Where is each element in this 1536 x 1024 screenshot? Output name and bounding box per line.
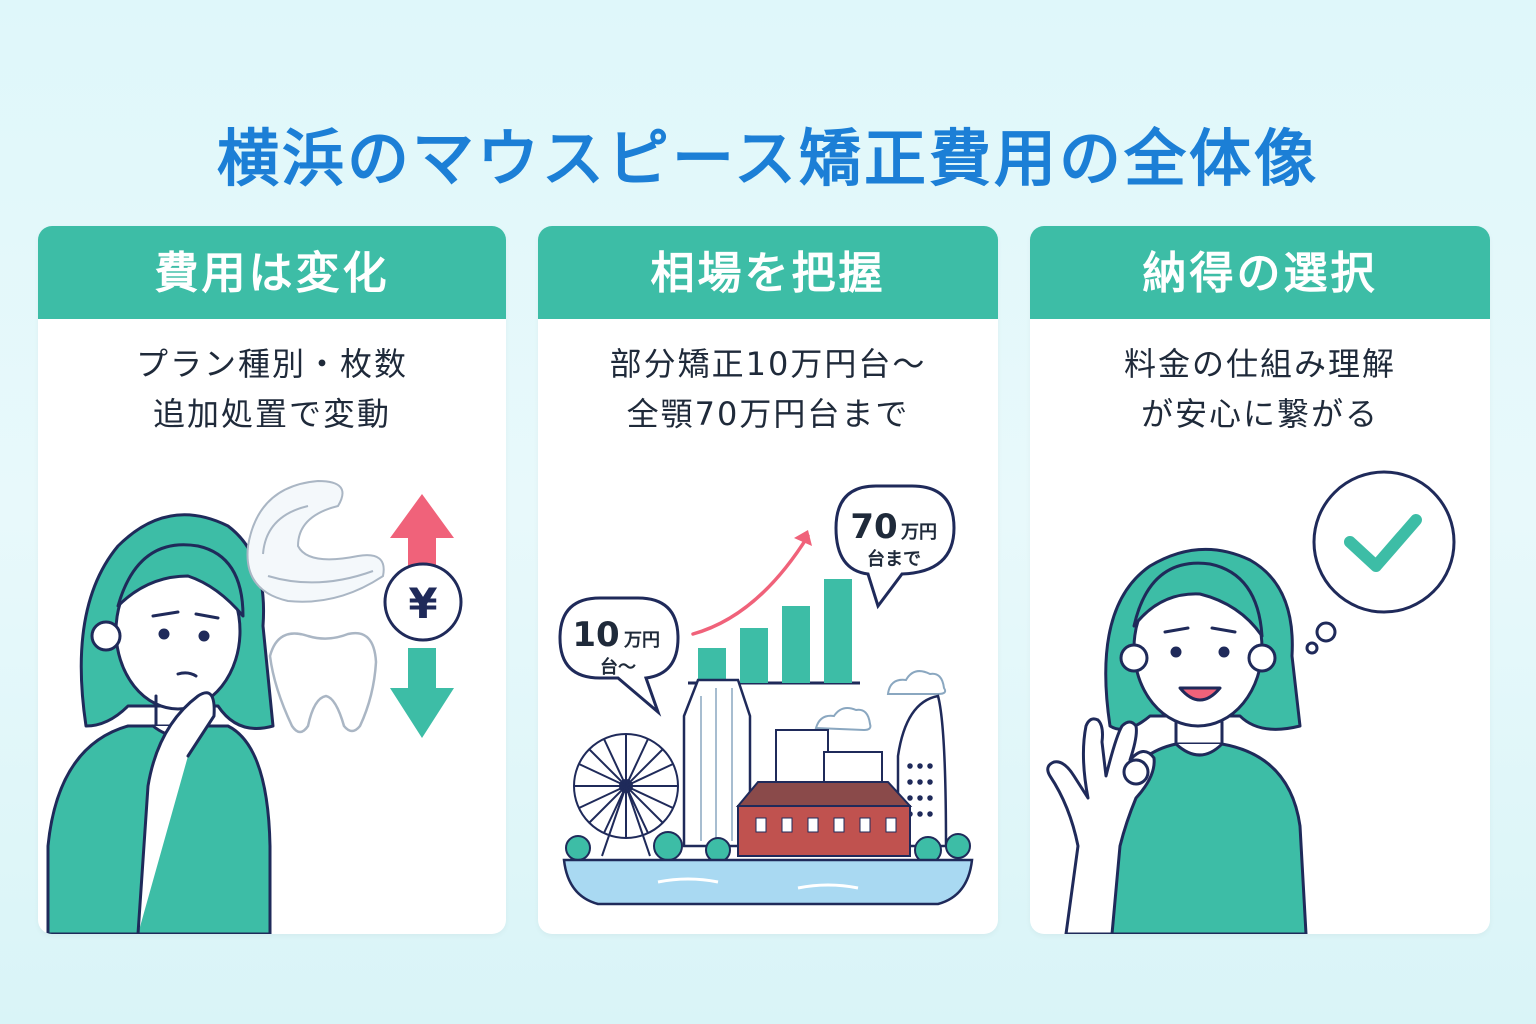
bubble-high-number: 70 <box>850 507 897 547</box>
landmark-tower-icon <box>682 678 752 848</box>
speech-bubble-high: 70 万円 台まで <box>834 484 956 610</box>
card-desc-line: が安心に繋がる <box>1140 395 1379 433</box>
bubble-high-unit: 万円 <box>900 522 937 543</box>
chart-bar <box>740 628 768 683</box>
trend-arrow-icon <box>794 530 812 546</box>
card-header: 納得の選択 <box>1030 226 1490 319</box>
check-icon <box>1344 514 1422 572</box>
card-header: 相場を把握 <box>538 226 998 319</box>
speech-bubble-low: 10 万円 台〜 <box>558 596 680 717</box>
yen-coin-icon: ¥ <box>383 562 463 642</box>
card-desc-line: 料金の仕組み理解 <box>1123 345 1396 383</box>
bubble-low-number: 10 <box>572 615 619 655</box>
cloud-icon <box>886 670 947 695</box>
bubble-high-suffix: 台まで <box>867 548 921 570</box>
page-title: 横浜のマウスピース矯正費用の全体像 <box>217 122 1319 195</box>
card-desc-line: 全顎70万円台まで <box>626 395 910 433</box>
yokohama-cost-illustration: 10 万円 台〜 70 万円 台まで <box>558 484 974 906</box>
price-up-arrow-icon <box>390 494 454 576</box>
card-desc-line: 追加処置で変動 <box>152 395 391 433</box>
card-desc-line: プラン種別・枚数 <box>135 345 408 383</box>
harbor-water-icon <box>562 858 974 906</box>
thought-bubble-icon <box>1305 470 1456 655</box>
tooth-icon <box>268 631 378 734</box>
card-description: 料金の仕組み理解 が安心に繋がる <box>1030 339 1490 439</box>
thinking-woman-icon <box>46 513 275 934</box>
smiling-woman-icon <box>1046 547 1308 934</box>
card-market-price: 相場を把握 部分矯正10万円台〜 全顎70万円台まで 10 万円 台〜 70 万… <box>538 226 998 934</box>
bubble-low-suffix: 台〜 <box>600 656 636 678</box>
chart-bar <box>698 648 726 683</box>
cloud-icon <box>814 707 872 732</box>
card-desc-line: 部分矯正10万円台〜 <box>609 345 927 383</box>
red-brick-warehouse-icon <box>735 781 913 857</box>
cost-bar-chart <box>688 530 860 685</box>
card-description: プラン種別・枚数 追加処置で変動 <box>38 339 506 439</box>
card-informed-choice: 納得の選択 料金の仕組み理解 が安心に繋がる <box>1030 226 1490 934</box>
thinking-person-illustration: ¥ <box>46 479 463 934</box>
currency-symbol: ¥ <box>408 579 437 628</box>
bubble-low-unit: 万円 <box>623 630 660 651</box>
card-header: 費用は変化 <box>38 226 506 319</box>
chart-bar <box>824 579 852 683</box>
mouthpiece-icon <box>246 479 385 603</box>
card-cost-change: 費用は変化 プラン種別・枚数 追加処置で変動 <box>38 226 506 934</box>
price-down-arrow-icon <box>390 648 454 738</box>
ferris-wheel-icon <box>573 733 679 857</box>
satisfied-person-illustration <box>1046 470 1456 934</box>
card-description: 部分矯正10万円台〜 全顎70万円台まで <box>538 339 998 439</box>
chart-bar <box>782 606 810 683</box>
